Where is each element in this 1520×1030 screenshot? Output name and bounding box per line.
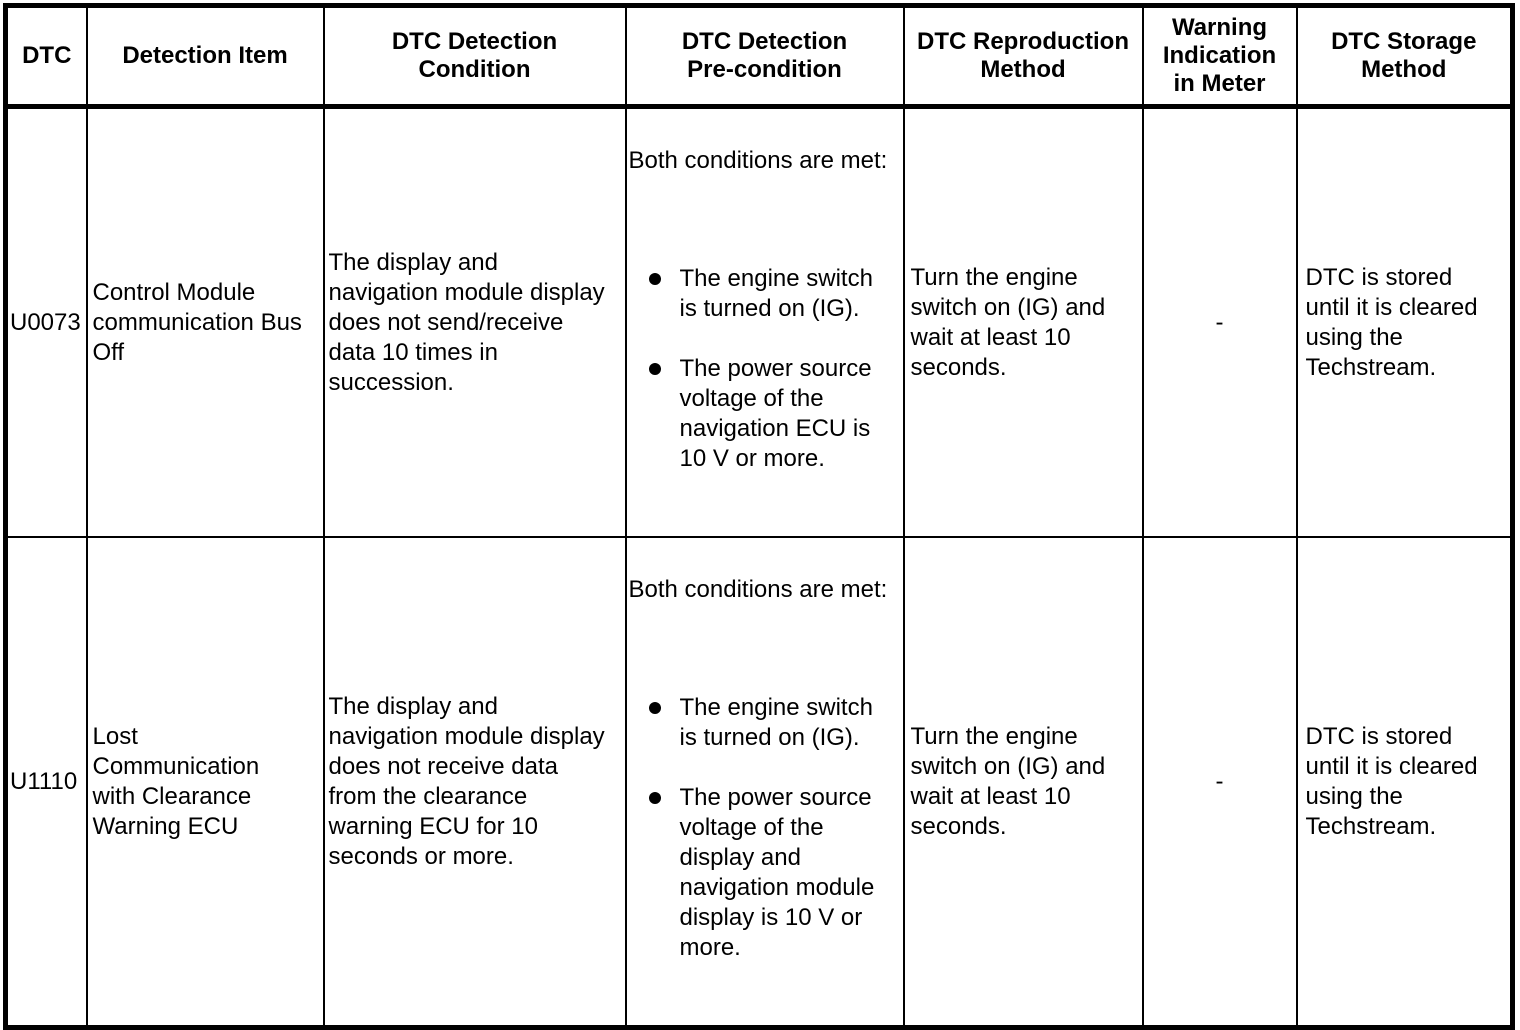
bullet-text: The engine switch is turned on (IG).: [679, 265, 873, 322]
table-header-row: DTC Detection Item DTC Detection Conditi…: [4, 4, 1514, 109]
header-detection-item: Detection Item: [85, 4, 325, 109]
bullet-text: The engine switch is turned on (IG).: [679, 694, 873, 751]
list-item: The engine switch is turned on (IG).: [629, 693, 902, 753]
detection-condition-cell: The display and navigation module displa…: [322, 536, 627, 1029]
bullet-text: The power source voltage of the display …: [679, 784, 875, 961]
header-dtc: DTC: [4, 4, 88, 109]
bullet-icon: [648, 702, 661, 714]
precondition-bullet-list: The engine switch is turned on (IG). The…: [629, 663, 902, 993]
bullet-icon: [648, 273, 661, 285]
manual-page: DTC Detection Item DTC Detection Conditi…: [3, 3, 1515, 1030]
dtc-code-cell: U1110: [4, 536, 88, 1029]
bullet-text: The power source voltage of the navigati…: [679, 355, 872, 472]
warning-indication-cell: -: [1141, 536, 1298, 1029]
dtc-code-cell: U0073: [4, 105, 88, 538]
storage-method-cell: DTC is stored until it is cleared using …: [1295, 105, 1514, 538]
precondition-intro: Both conditions are met:: [628, 576, 888, 603]
detection-item-cell: Control Module communication Bus Off: [85, 105, 325, 538]
detection-precondition-cell: Both conditions are met: The engine swit…: [624, 536, 905, 1029]
list-item: The engine switch is turned on (IG).: [629, 264, 902, 324]
detection-item-cell: Lost Communication with Clearance Warnin…: [85, 536, 325, 1029]
detection-condition-cell: The display and navigation module displa…: [322, 105, 627, 538]
bullet-icon: [648, 363, 661, 375]
precondition-bullet-list: The engine switch is turned on (IG). The…: [629, 234, 902, 504]
table-row-u0073: U0073 Control Module communication Bus O…: [4, 105, 1514, 538]
storage-method-cell: DTC is stored until it is cleared using …: [1295, 536, 1514, 1029]
bullet-icon: [648, 792, 661, 804]
precondition-intro: Both conditions are met:: [628, 147, 888, 174]
header-detection-precondition: DTC Detection Pre-condition: [624, 4, 905, 109]
header-warning-indication: Warning Indication in Meter: [1141, 4, 1298, 109]
list-item: The power source voltage of the navigati…: [629, 354, 902, 474]
reproduction-method-cell: Turn the engine switch on (IG) and wait …: [902, 105, 1144, 538]
table-row-u1110: U1110 Lost Communication with Clearance …: [4, 536, 1514, 1029]
list-item: The power source voltage of the display …: [629, 783, 902, 963]
detection-precondition-cell: Both conditions are met: The engine swit…: [624, 105, 905, 538]
warning-indication-cell: -: [1141, 105, 1298, 538]
header-detection-condition: DTC Detection Condition: [322, 4, 627, 109]
dtc-table: DTC Detection Item DTC Detection Conditi…: [3, 3, 1515, 1030]
header-reproduction-method: DTC Reproduction Method: [902, 4, 1144, 109]
reproduction-method-cell: Turn the engine switch on (IG) and wait …: [902, 536, 1144, 1029]
header-storage-method: DTC Storage Method: [1295, 4, 1514, 109]
